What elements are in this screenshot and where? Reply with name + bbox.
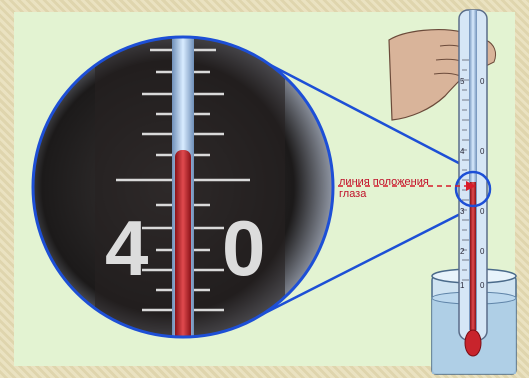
thermometer-numeral: 1 [460,281,465,290]
eye-level-caption: линия положения глаза [339,176,429,200]
thermometer-numeral: 2 [460,247,465,256]
caption-line-1: линия положения [339,176,429,188]
thermometer-numeral: 4 [460,147,465,156]
thermometer-numeral: 0 [480,281,485,290]
magnified-numeral-0: 0 [222,204,265,292]
thermometer-numeral: 0 [480,77,485,86]
thermometer-numeral: 0 [480,147,485,156]
magnified-numeral-4: 4 [105,204,148,292]
magnified-mercury-column [175,150,191,350]
caption-line-2: глаза [339,188,366,200]
thermometer-numeral: 0 [480,207,485,216]
thermometer-numeral: 0 [480,247,485,256]
thermometer-bulb [465,330,481,356]
thermometer-numeral: 3 [460,207,465,216]
thermometer-numeral: 5 [460,77,465,86]
thermometer: 5 0 4 0 3 0 2 0 1 0 [459,10,487,356]
